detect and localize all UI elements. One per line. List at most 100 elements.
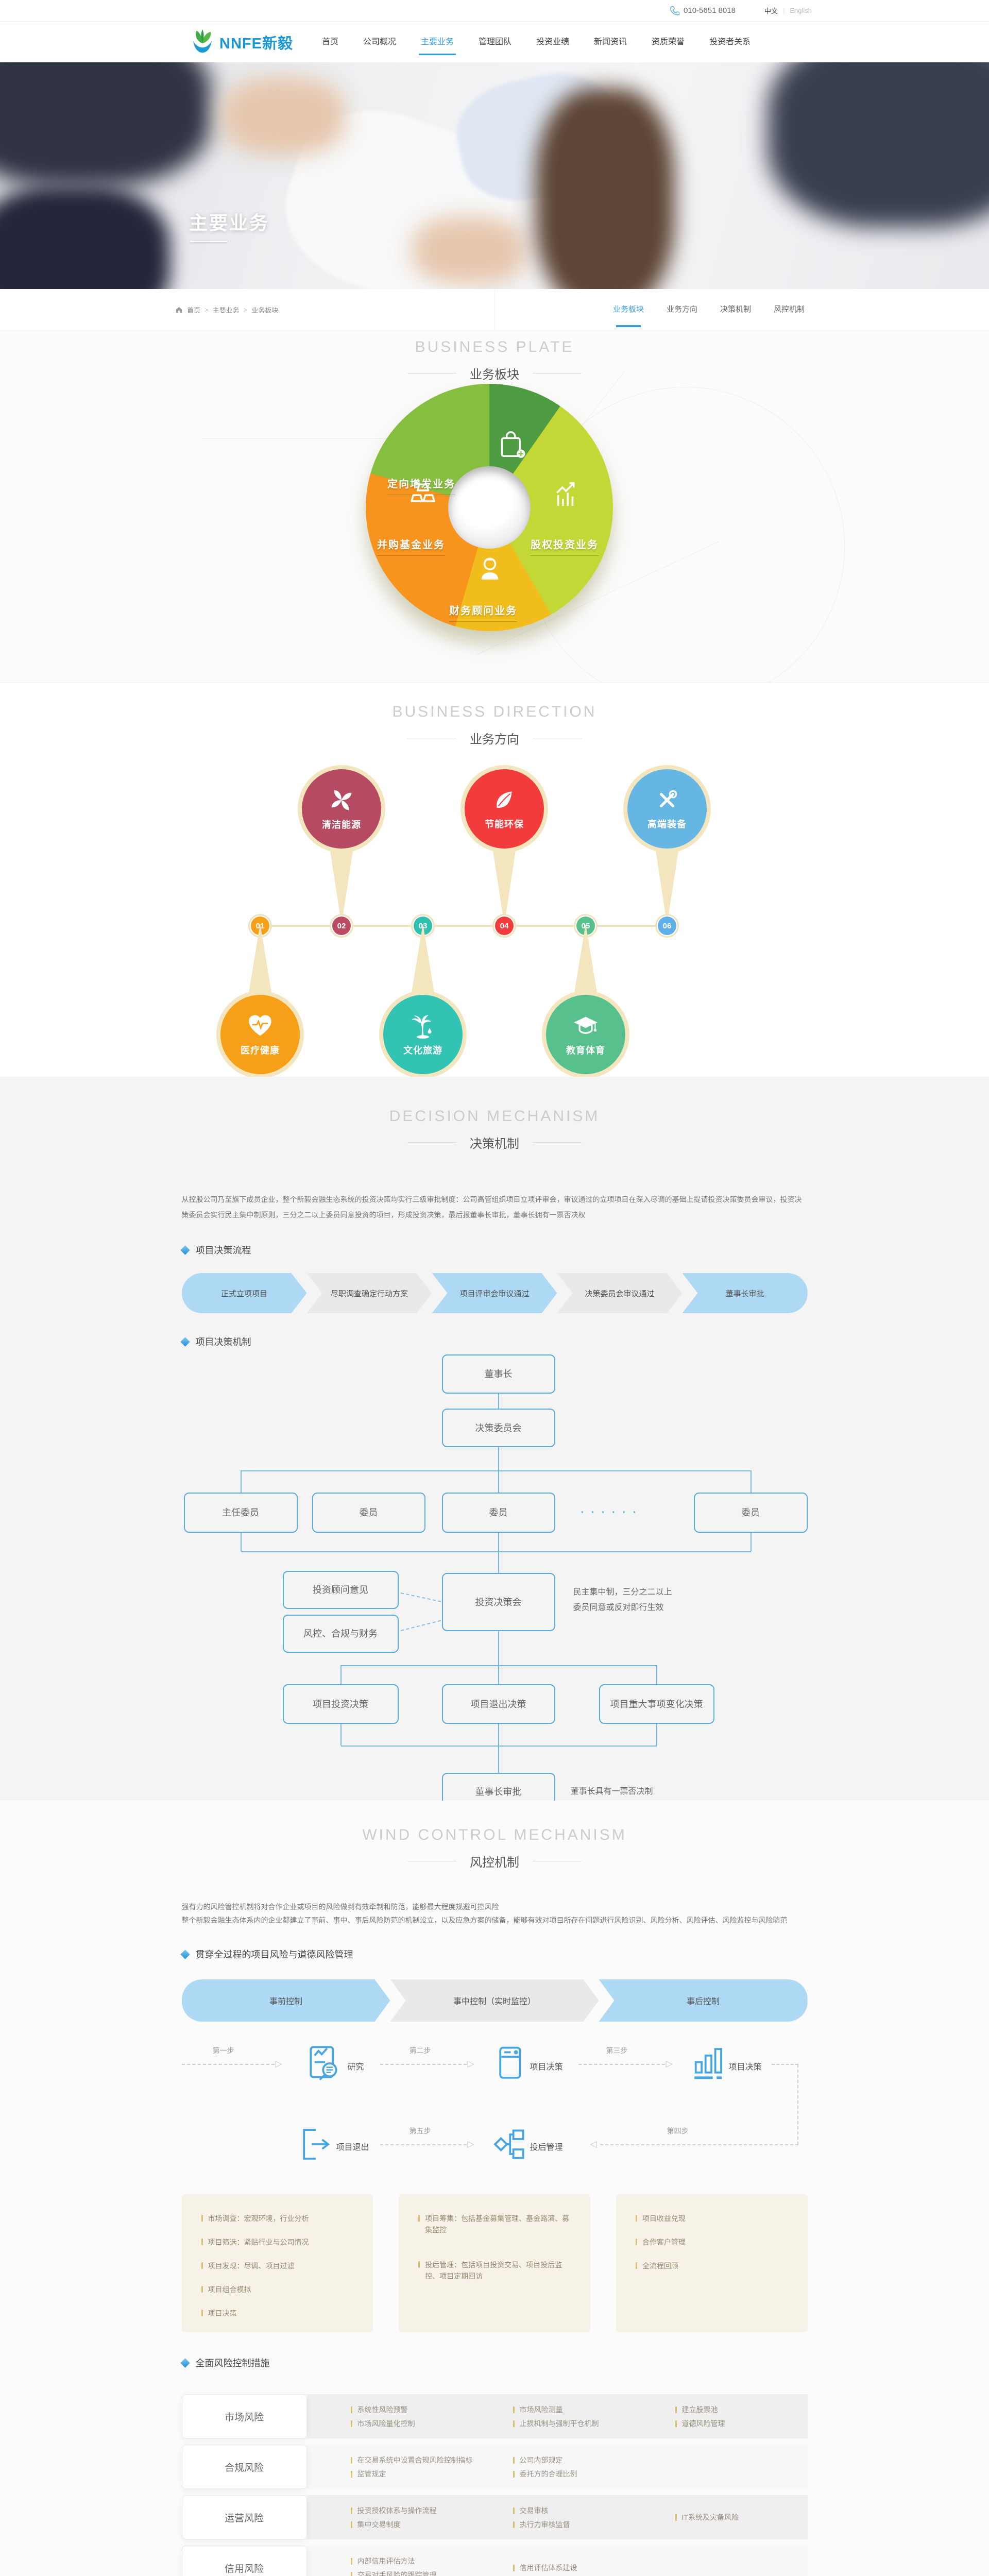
nav-item-investor[interactable]: 投资者关系 bbox=[709, 38, 751, 46]
flow-step: 项目评审会审议通过 bbox=[432, 1273, 557, 1313]
arrow-right-icon: ▷ bbox=[467, 2059, 474, 2069]
row-label: 市场风险 bbox=[181, 2394, 307, 2438]
arrow-right-icon: ▷ bbox=[275, 2059, 282, 2069]
step-label-3: 第三步 bbox=[606, 2046, 628, 2055]
language-switch: 中文 | English bbox=[764, 6, 812, 15]
mid-control-box: 项目筹集：包括基金募集管理、基金路演、募集监控 投后管理：包括项目投资交易、项目… bbox=[399, 2194, 590, 2332]
decor-line bbox=[201, 438, 489, 439]
section-title-en: BUSINESS PLATE bbox=[415, 338, 574, 355]
pin-circle: 清洁能源 bbox=[298, 765, 385, 853]
table-row-market-risk: 市场风险 系统性风险预警 市场风险量化控制 市场风险测量 止损机制与强制平仓机制… bbox=[181, 2394, 808, 2438]
page-title: 主要业务 bbox=[189, 212, 270, 233]
node-investment-decision-meeting: 投资决策会 bbox=[441, 1573, 555, 1631]
cell-item: 市场风险量化控制 bbox=[357, 2419, 415, 2428]
pin-circle: 节能环保 bbox=[461, 765, 548, 853]
nav-item-company[interactable]: 公司概况 bbox=[363, 38, 396, 46]
cell-item: 投资授权体系与操作流程 bbox=[357, 2506, 437, 2515]
wind-paragraph-2: 整个新毅金融生态体系内的企业都建立了事前、事中、事后风险防范的机制设立，以及应急… bbox=[181, 1916, 788, 1924]
nav-item-team[interactable]: 管理团队 bbox=[479, 38, 512, 46]
cell-item: 信用评估体系建设 bbox=[519, 2564, 577, 2572]
bag-plus-icon bbox=[501, 431, 525, 458]
timeline-dot-02: 02 bbox=[330, 914, 353, 938]
cell-item: 公司内部规定 bbox=[519, 2455, 563, 2464]
list-item: 项目组合模拟 bbox=[208, 2285, 251, 2294]
nav-item-home[interactable]: 首页 bbox=[321, 38, 338, 46]
flow-step: 董事长审批 bbox=[682, 1273, 808, 1313]
breadcrumb-main-business[interactable]: 主要业务 bbox=[212, 306, 240, 314]
pin-circle: 文化旅游 bbox=[379, 991, 467, 1078]
section-wind-control: WIND CONTROL MECHANISM 风控机制 强有力的风险管控机制将对… bbox=[0, 1801, 989, 2576]
subhead-label: 贯穿全过程的项目风险与道德风险管理 bbox=[195, 1950, 353, 1960]
advisor-person-icon bbox=[481, 557, 499, 580]
pin-tail bbox=[411, 924, 435, 996]
list-item: 项目筛选：紧贴行业与公司情况 bbox=[208, 2238, 309, 2246]
breadcrumb-sep: > bbox=[243, 306, 248, 314]
cell-item: 在交易系统中设置合规风险控制指标 bbox=[357, 2455, 473, 2464]
phase-step: 事后控制 bbox=[599, 1979, 808, 2022]
phase-step: 事中控制（实时监控） bbox=[390, 1979, 599, 2022]
project-exit-icon bbox=[302, 2129, 330, 2160]
pin-tail bbox=[492, 848, 516, 925]
table-row-credit-risk: 信用风险 内部信用评估方法 交易对手风险的跟踪管理 信用评估体系建设 bbox=[181, 2546, 808, 2576]
breadcrumb: 首页 > 主要业务 > 业务板块 bbox=[175, 289, 278, 330]
pin-label: 文化旅游 bbox=[403, 1045, 442, 1056]
section-title-zh: 业务方向 bbox=[0, 729, 989, 747]
pin-label: 清洁能源 bbox=[322, 820, 361, 830]
node-member: 委员 bbox=[693, 1493, 808, 1533]
breadcrumb-business-plate[interactable]: 业务板块 bbox=[251, 306, 279, 314]
business-plate-donut: 定向增发业务 并购基金业务 股权投资业务 财务顾问业务 bbox=[366, 384, 613, 631]
tab-wind-control[interactable]: 风控机制 bbox=[773, 305, 805, 314]
cell-item: 内部信用评估方法 bbox=[357, 2556, 415, 2565]
hero-photo-shape bbox=[0, 62, 211, 186]
cell-item: 市场风险测量 bbox=[519, 2405, 563, 2414]
decision-paragraph: 从控股公司乃至旗下成员企业，整个新毅金融生态系统的投资决策均实行三级审批制度：公… bbox=[181, 1195, 802, 1219]
step-label-1: 第一步 bbox=[212, 2046, 234, 2055]
logo[interactable]: NNFE新毅 bbox=[189, 28, 293, 56]
ellipsis: · · · · · · bbox=[581, 1507, 639, 1518]
node-committee: 决策委员会 bbox=[441, 1409, 555, 1447]
node-project-exit-decision: 项目退出决策 bbox=[441, 1684, 555, 1724]
pin-circle: 医疗健康 bbox=[216, 991, 304, 1078]
subhead-full-process-risk: 贯穿全过程的项目风险与道德风险管理 bbox=[180, 1947, 808, 1961]
node-project-investment-decision: 项目投资决策 bbox=[282, 1684, 399, 1724]
lang-english[interactable]: English bbox=[790, 7, 812, 14]
list-item: 合作客户管理 bbox=[642, 2238, 686, 2246]
section-business-direction: BUSINESS DIRECTION 业务方向 清洁能源 bbox=[0, 683, 989, 1078]
tab-decision-mechanism[interactable]: 决策机制 bbox=[720, 305, 751, 314]
risk-phase-chevrons: 事前控制 事中控制（实时监控） 事后控制 bbox=[182, 1979, 808, 2022]
breadcrumb-home[interactable]: 首页 bbox=[187, 306, 201, 314]
navbar: NNFE新毅 首页 公司概况 主要业务 管理团队 投资业绩 新闻资讯 资质荣誉 … bbox=[0, 22, 989, 62]
subhead-risk-measures: 全面风险控制措施 bbox=[180, 2356, 808, 2369]
row-label: 运营风险 bbox=[181, 2495, 307, 2539]
list-item: 全流程回顾 bbox=[642, 2262, 678, 2270]
diamond-icon bbox=[180, 1245, 190, 1255]
list-item: 项目发现：尽调、项目过滤 bbox=[208, 2262, 295, 2270]
decision-bars-icon bbox=[694, 2048, 722, 2079]
divider bbox=[494, 289, 495, 330]
topbar: 010-5651 8018 中文 | English bbox=[0, 0, 989, 22]
cell-item: 止损机制与强制平仓机制 bbox=[519, 2419, 599, 2428]
section-decision-mechanism: DECISION MECHANISM 决策机制 从控股公司乃至旗下成员企业，整个… bbox=[0, 1077, 989, 1811]
breadcrumb-bar: 首页 > 主要业务 > 业务板块 业务板块 业务方向 决策机制 风控机制 bbox=[0, 289, 989, 330]
decision-flow-chevrons: 正式立项项目 尽职调查确定行动方案 项目评审会审议通过 决策委员会审议通过 董事… bbox=[182, 1273, 808, 1313]
lang-chinese[interactable]: 中文 bbox=[764, 7, 778, 15]
pin-label: 高端装备 bbox=[647, 819, 687, 829]
tab-business-plate[interactable]: 业务板块 bbox=[613, 289, 644, 330]
table-row-compliance-risk: 合规风险 在交易系统中设置合规风险控制指标 监管规定 公司内部规定 委托方的合理… bbox=[181, 2445, 808, 2489]
step-node-decision2: 项目决策 bbox=[728, 2063, 762, 2072]
nav-item-honors[interactable]: 资质荣誉 bbox=[652, 38, 685, 46]
cell-item: 监管规定 bbox=[357, 2469, 386, 2478]
growth-chart-icon bbox=[556, 482, 575, 506]
nav-item-business[interactable]: 主要业务 bbox=[408, 22, 466, 62]
decision-orgchart: 董事长 决策委员会 主任委员 委员 委员 · · · · · · 委员 投资顾问… bbox=[182, 1354, 808, 1818]
nav-item-performance[interactable]: 投资业绩 bbox=[536, 38, 570, 46]
hero-banner: 主要业务 bbox=[0, 62, 989, 289]
node-member: 委员 bbox=[441, 1493, 555, 1533]
nav-item-news[interactable]: 新闻资讯 bbox=[594, 38, 627, 46]
tab-business-direction[interactable]: 业务方向 bbox=[666, 305, 697, 314]
breadcrumb-sep: > bbox=[204, 306, 209, 314]
phase-step: 事前控制 bbox=[182, 1979, 390, 2022]
row-label: 信用风险 bbox=[181, 2546, 307, 2576]
pin-label: 节能环保 bbox=[485, 819, 524, 829]
subhead-label: 全面风险控制措施 bbox=[195, 2358, 270, 2368]
